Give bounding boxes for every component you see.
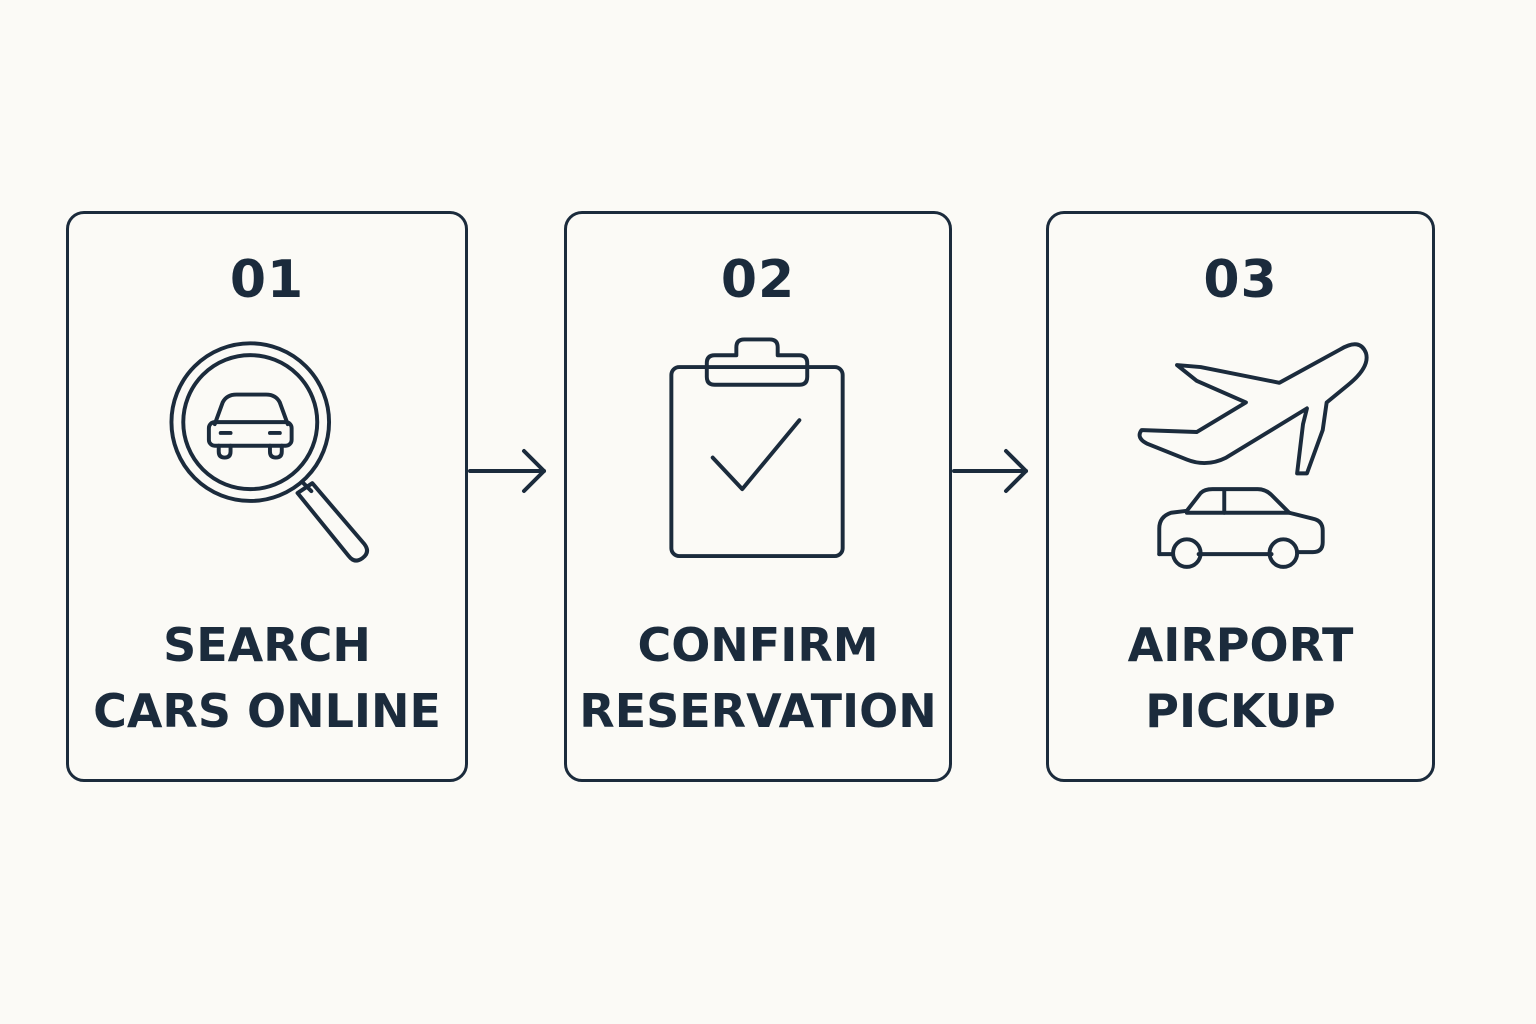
step-label-line: CARS ONLINE (93, 684, 441, 738)
step-label: AIRPORT PICKUP (1039, 612, 1442, 744)
step-card-search: 01 SEARCH CARS ONLINE (66, 211, 468, 782)
step-label-line: CONFIRM (637, 618, 879, 672)
step-label-line: AIRPORT (1127, 618, 1354, 672)
step-number: 01 (229, 250, 305, 310)
step-number: 03 (1203, 250, 1278, 310)
step-label: CONFIRM RESERVATION (557, 612, 959, 744)
arrow-right-icon (468, 449, 546, 493)
step-label-line: RESERVATION (579, 684, 937, 738)
step-label-line: SEARCH (163, 618, 371, 672)
step-label: SEARCH CARS ONLINE (59, 612, 475, 744)
step-card-pickup: 03 AIRPORT PICKUP (1046, 211, 1435, 782)
step-card-confirm: 02 CONFIRM RESERVATION (564, 211, 952, 782)
step-label-line: PICKUP (1145, 684, 1336, 738)
step-number: 02 (720, 250, 796, 310)
arrow-right-icon (952, 449, 1028, 493)
